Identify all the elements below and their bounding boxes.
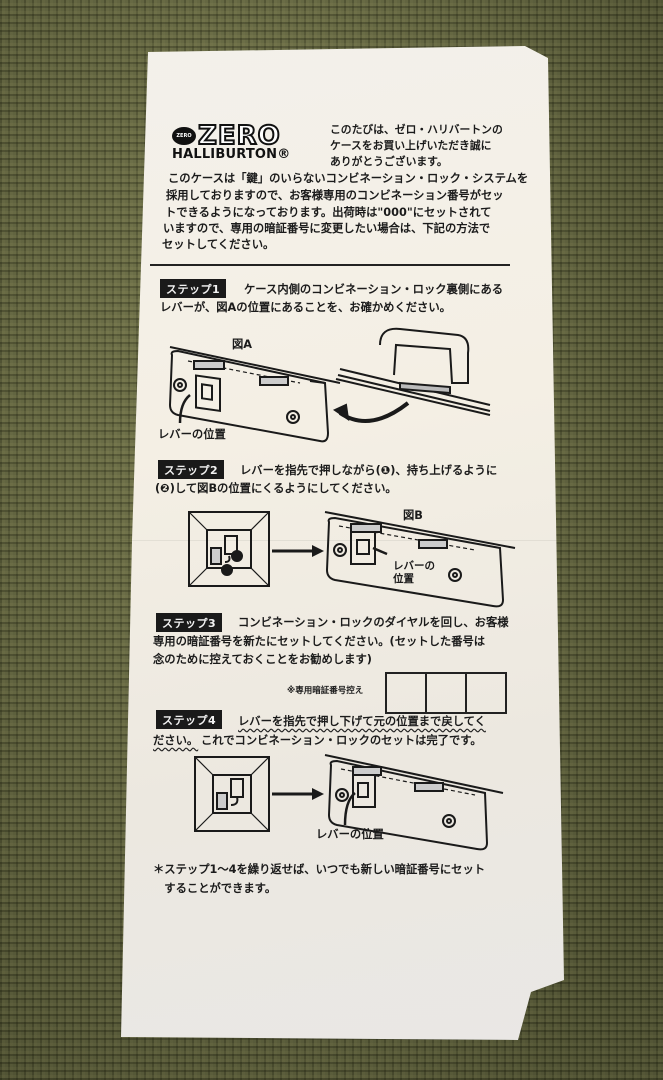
memo-box-2 — [425, 672, 467, 714]
fold-crease — [120, 540, 570, 541]
step-3-text-1: コンビネーション・ロックのダイヤルを回し、お客様 — [238, 616, 509, 629]
step-1-text-2: レバーが、図Aの位置にあることを、お確かめください。 — [160, 301, 451, 314]
intro-line-5: セットしてください。 — [162, 238, 275, 251]
step-2-text-2: (❷)して図Bの位置にくるようにしてください。 — [155, 482, 397, 495]
figure-c-caption: レバーの位置 — [316, 828, 384, 841]
greeting-line-3: ありがとうございます。 — [330, 155, 448, 168]
footnote-line-1: ＊ステップ1〜4を繰り返せば、いつでも新しい暗証番号にセット — [153, 863, 486, 876]
brand-wordmark: ZERO — [197, 121, 281, 151]
section-divider — [150, 264, 510, 266]
step-4-badge: ステップ4 — [156, 710, 223, 729]
arrow-right-icon — [272, 788, 324, 800]
figure-a-caption: レバーの位置 — [158, 428, 226, 441]
figure-b-title: 図B — [403, 509, 423, 522]
memo-box-3 — [465, 672, 507, 714]
memo-label: ※専用暗証番号控え — [287, 686, 364, 696]
figure-a-lock-illustration — [168, 327, 491, 443]
step-3-text-3: 念のために控えておくことをお勧めします) — [153, 653, 372, 666]
intro-line-3: トできるようになっております。出荷時は"000"にセットされて — [165, 206, 492, 219]
figure-b-lever-closeup — [188, 511, 270, 587]
step-3-text-2: 専用の暗証番号を新たにセットしてください。(セットした番号は — [153, 635, 486, 648]
memo-box-1 — [385, 672, 427, 714]
step-2-badge: ステップ2 — [158, 460, 225, 479]
step-1-text-1: ケース内側のコンビネーション・ロック裏側にある — [244, 283, 504, 296]
intro-line-4: いますので、専用の暗証番号に変更したい場合は、下記の方法で — [163, 222, 491, 235]
brand-badge-icon: ZERO — [172, 127, 196, 145]
step-4-text-underlined-2: ださい。 — [153, 734, 199, 747]
intro-line-2: 採用しておりますので、お客様専用のコンビネーション番号がセッ — [166, 189, 504, 202]
intro-line-1: このケースは「鍵」のいらないコンビネーション・ロック・システムを — [168, 172, 529, 185]
step-4-text-underlined: レバーを指先で押し下げて元の位置まで戻してく — [238, 715, 486, 728]
figure-b-caption: レバーの 位置 — [393, 560, 435, 585]
step-4-text-rest: これでコンビネーション・ロックのセットは完了です。 — [201, 734, 482, 747]
figure-c-lever-closeup — [194, 756, 270, 832]
footnote-line-2: することができます。 — [153, 882, 277, 895]
step-3-badge: ステップ3 — [156, 613, 223, 632]
memo-number-boxes — [385, 672, 507, 714]
greeting-line-2: ケースをお買い上げいただき誠に — [330, 139, 492, 152]
arrow-right-icon — [272, 545, 324, 557]
figure-b-lock-illustration — [324, 511, 516, 608]
step-1-badge: ステップ1 — [160, 279, 227, 298]
brand-logo: ZERO ZERO HALLIBURTON® — [172, 121, 291, 162]
brand-subtitle: HALLIBURTON® — [172, 147, 291, 162]
greeting-line-1: このたびは、ゼロ・ハリバートンの — [330, 123, 503, 136]
step-2-text-1: レバーを指先で押しながら(❶)、持ち上げるように — [240, 464, 498, 477]
figure-c-lock-illustration — [324, 754, 504, 851]
figure-a-title: 図A — [232, 338, 253, 351]
